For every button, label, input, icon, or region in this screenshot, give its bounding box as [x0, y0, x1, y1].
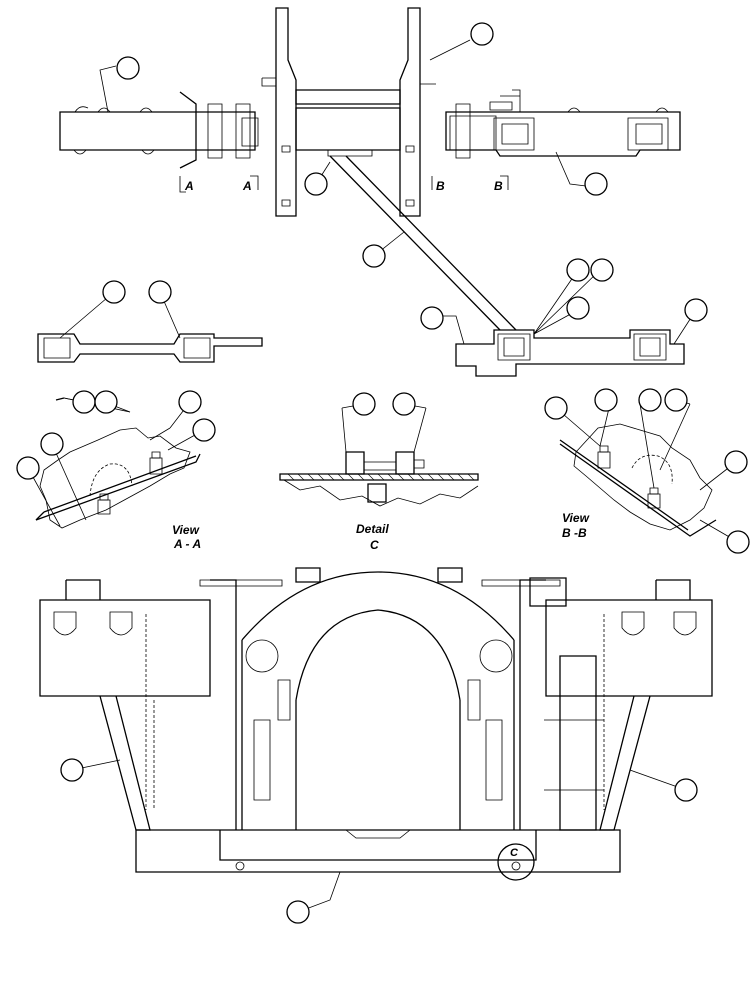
view-bb-subtitle: B -B: [562, 526, 587, 540]
top-frame-view: [59, 7, 681, 331]
callout-bubble: [470, 22, 494, 46]
callout-bubble: [594, 388, 618, 412]
callout-bubble: [566, 258, 590, 282]
bracket-assembly-right: [455, 329, 685, 377]
callout-bubble: [304, 172, 328, 196]
callout-bubble: [116, 56, 140, 80]
view-bb: [559, 403, 717, 537]
view-aa-title: View: [172, 523, 200, 537]
callout-bubble: [664, 388, 688, 412]
section-marker-b-right: B: [494, 179, 503, 193]
detail-c-subtitle: C: [370, 538, 379, 552]
callout-bubble: [72, 390, 96, 414]
callout-bubble: [584, 172, 608, 196]
callout-bubble: [94, 390, 118, 414]
view-aa-subtitle: A - A: [173, 537, 201, 551]
callout-bubble: [286, 900, 310, 924]
callout-bubble: [362, 244, 386, 268]
section-marker-b-left: B: [436, 179, 445, 193]
callout-bubble: [684, 298, 708, 322]
view-bb-title: View: [562, 511, 590, 525]
callout-bubble: [60, 758, 84, 782]
front-view-frame: [39, 567, 713, 881]
callout-bubble: [148, 280, 172, 304]
bracket-bar: [37, 333, 263, 363]
callout-bubble: [102, 280, 126, 304]
callout-bubbles: [16, 22, 750, 924]
callout-bubble: [544, 396, 568, 420]
callout-bubble: [392, 392, 416, 416]
callout-bubble: [40, 432, 64, 456]
detail-c-marker: C: [510, 847, 519, 859]
callout-bubble: [726, 530, 750, 554]
callout-leaders: [27, 39, 739, 913]
section-marker-a-left: A: [184, 179, 194, 193]
callout-bubble: [192, 418, 216, 442]
view-aa: [35, 397, 201, 529]
callout-bubble: [638, 388, 662, 412]
callout-bubble: [420, 306, 444, 330]
detail-c-title: Detail: [356, 522, 389, 536]
callout-bubble: [178, 390, 202, 414]
section-marker-a-right: A: [242, 179, 252, 193]
detail-c: [279, 407, 479, 507]
callout-bubble: [16, 456, 40, 480]
callout-bubble: [674, 778, 698, 802]
callout-bubble: [724, 450, 748, 474]
callout-bubble: [352, 392, 376, 416]
callout-bubble: [590, 258, 614, 282]
callout-bubble: [566, 296, 590, 320]
